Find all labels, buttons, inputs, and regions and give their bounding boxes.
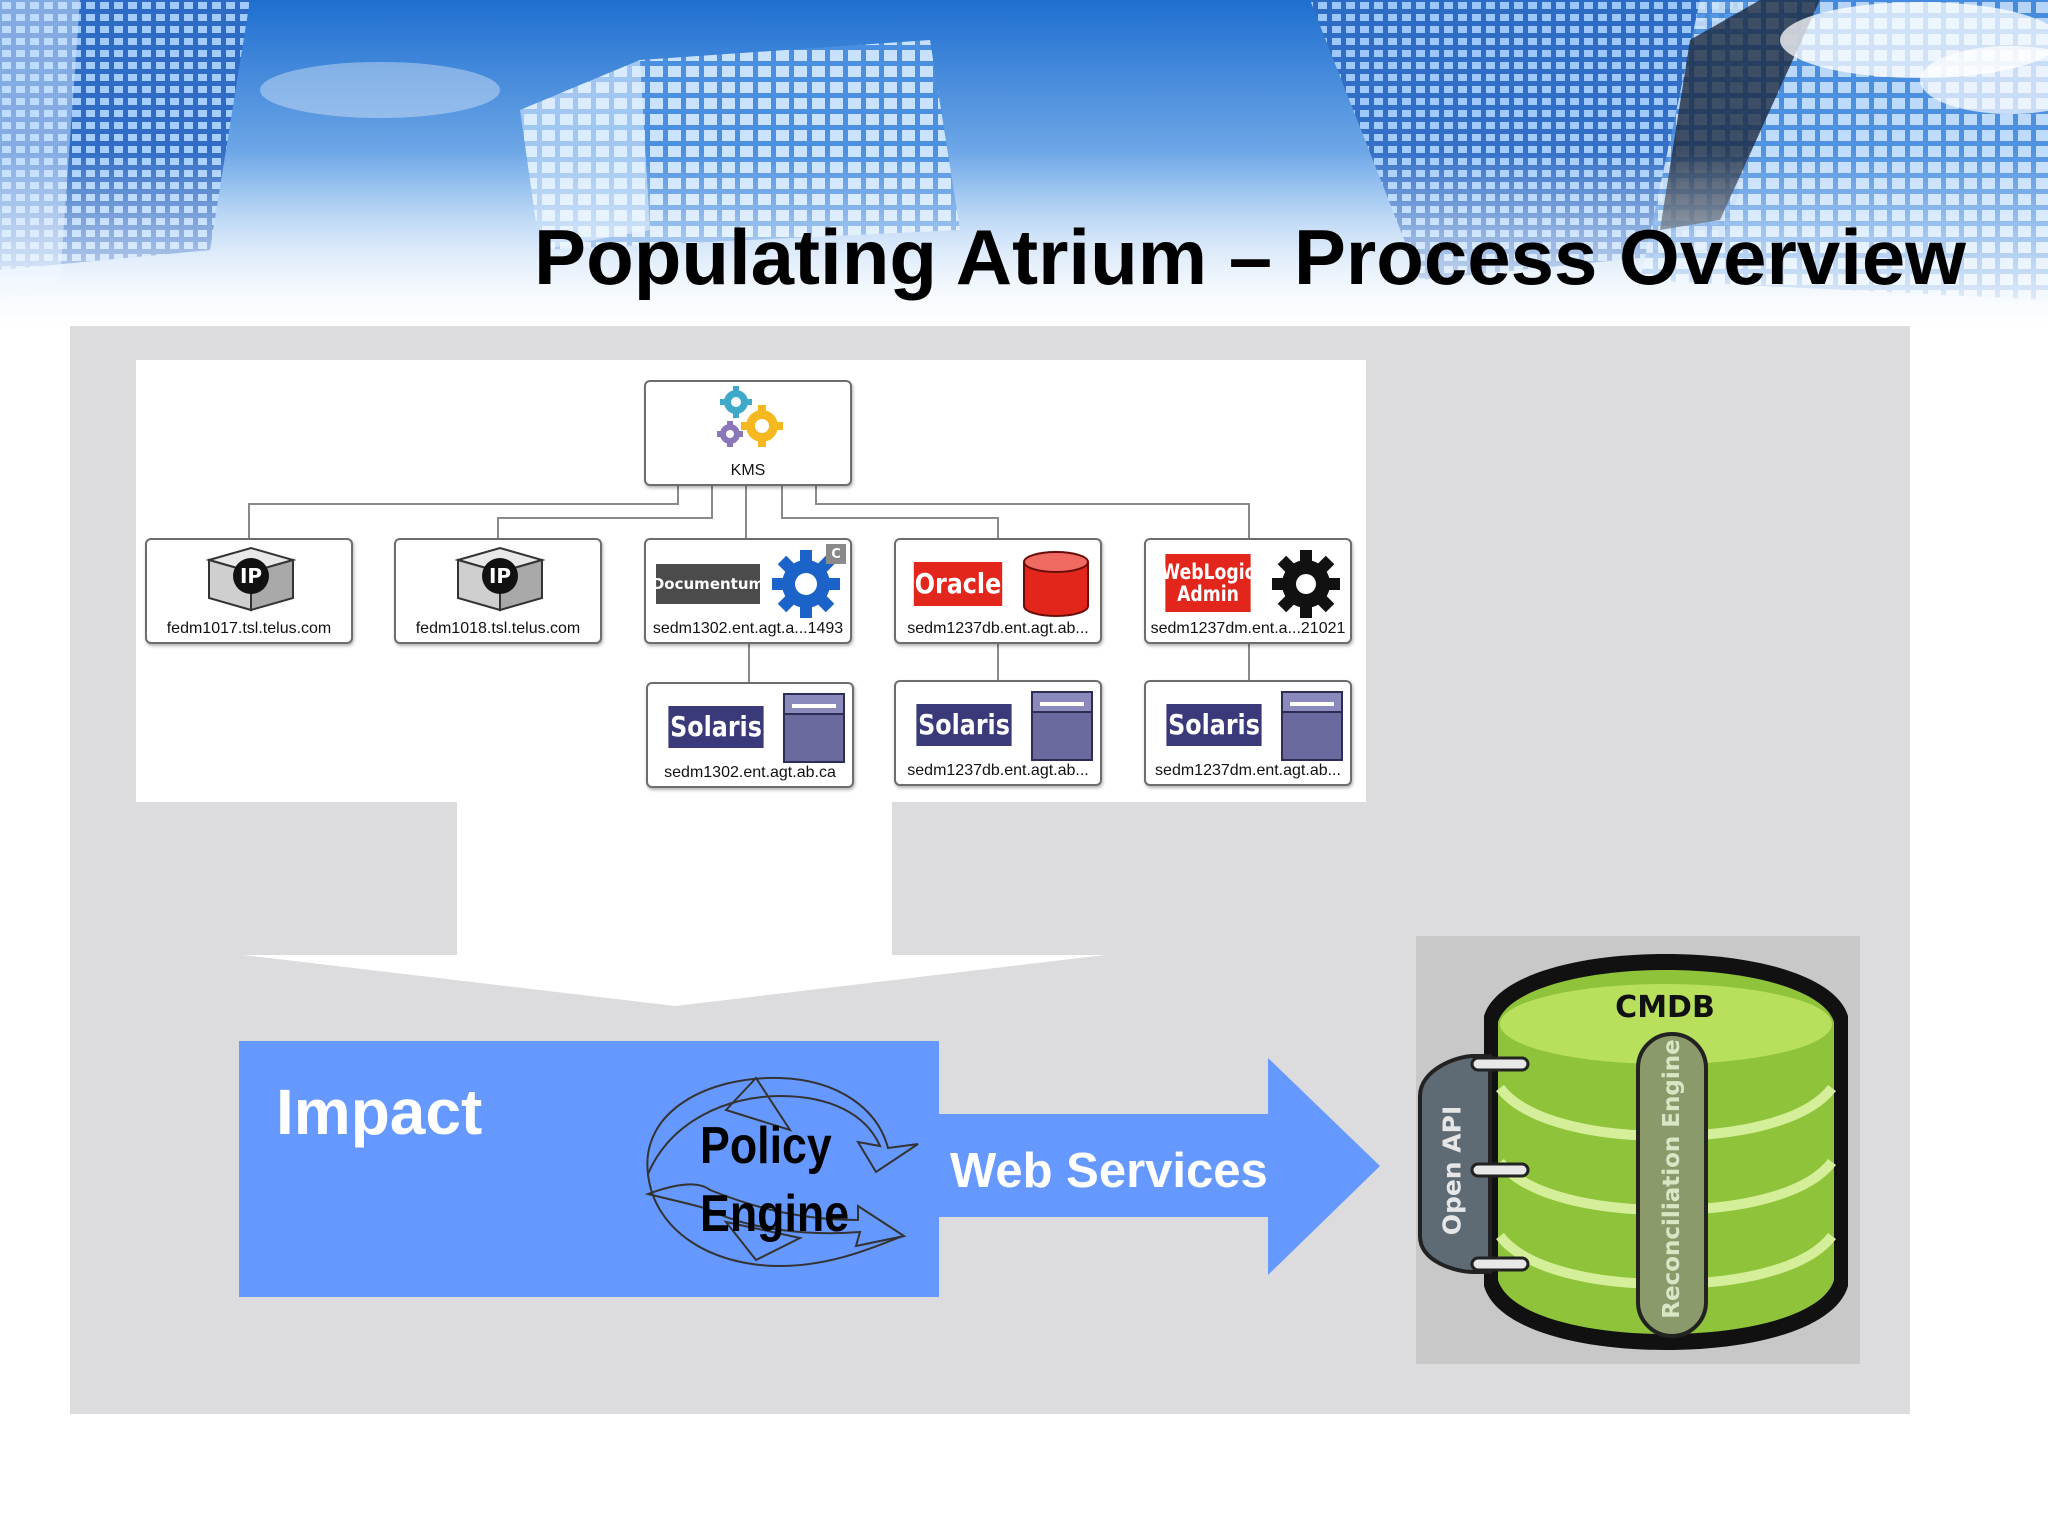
node-label: fedm1018.tsl.telus.com [415,620,581,637]
weblogic-gear-icon [1272,550,1340,618]
kms-label: KMS [730,462,766,479]
web-services-arrow [930,1058,1380,1275]
ip-tag: IP [239,564,263,588]
gears-icon [717,386,783,447]
weblogic-node[interactable]: WebLogic Admin sedm1237dm.ent.a...21021 [1144,538,1352,644]
documentum-tag: Documentum [652,564,764,604]
ip-tag: IP [488,564,512,588]
slide-title: Populating Atrium – Process Overview [534,213,1966,301]
node-label: sedm1237dm.ent.a...21021 [1150,620,1346,637]
open-api-label: Open API [1437,1105,1467,1236]
oracle-tag: Oracle [913,562,1003,606]
solaris-server-icon [1031,691,1093,761]
impact-label: Impact [276,1076,483,1148]
oracle-node[interactable]: Oracle sedm1237db.ent.agt.ab... [894,538,1102,644]
solaris-node-3[interactable]: Solaris sedm1237dm.ent.agt.ab... [1144,680,1352,786]
policy-cycle-icon [644,1076,919,1268]
oracle-database-icon [1023,551,1089,617]
solaris-server-icon [783,693,845,763]
node-label: sedm1237db.ent.agt.ab... [907,620,1089,637]
ip-node-2[interactable]: IP fedm1018.tsl.telus.com [394,538,602,644]
solaris-tag: Solaris [1166,704,1262,746]
kms-node[interactable]: KMS [644,380,852,486]
banner-background [0,0,2048,340]
node-label: fedm1017.tsl.telus.com [166,620,332,637]
ip-box-icon [454,546,546,612]
solaris-tag: Solaris [668,706,764,748]
reconciliation-engine-label: Reconciliation Engine [1659,1039,1685,1319]
policy-engine-label: Policy Engine [700,1117,850,1243]
topology-connectors [248,486,1250,684]
ip-box-icon [205,546,297,612]
node-label: sedm1302.ent.agt.a...1493 [652,620,844,637]
documentum-badge: C [826,544,846,564]
solaris-node-1[interactable]: Solaris sedm1302.ent.agt.ab.ca [646,682,854,788]
weblogic-tag: WebLogic Admin [1161,554,1255,612]
cmdb-database-icon [1418,954,1848,1350]
node-label: sedm1237db.ent.agt.ab... [907,762,1089,779]
node-label: sedm1302.ent.agt.ab.ca [664,764,836,781]
ip-node-1[interactable]: IP fedm1017.tsl.telus.com [145,538,353,644]
solaris-node-2[interactable]: Solaris sedm1237db.ent.agt.ab... [894,680,1102,786]
topology-map: KMS IP fedm1017.tsl.telus.com IP fedm101… [136,360,1366,802]
documentum-node[interactable]: Documentum C sedm1302.ent.agt.a...1493 [644,538,852,644]
web-services-label: Web Services [950,1144,1268,1198]
impact-box [239,1041,939,1297]
solaris-tag: Solaris [916,704,1012,746]
cmdb-title: CMDB [1615,990,1715,1025]
solaris-server-icon [1281,691,1343,761]
node-label: sedm1237dm.ent.agt.ab... [1155,762,1341,779]
